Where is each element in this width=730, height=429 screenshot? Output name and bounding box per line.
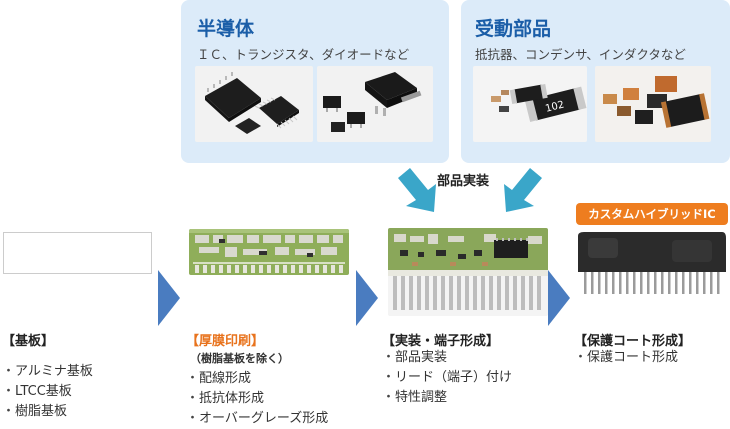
transistor-photo xyxy=(317,66,433,142)
substrate-photo xyxy=(3,232,152,274)
semiconductor-title: 半導体 xyxy=(197,18,255,40)
merge-label: 部品実装 xyxy=(437,174,490,189)
step-thick-film-note: （樹脂基板を除く） xyxy=(190,352,289,365)
list-item: 樹脂基板 xyxy=(2,402,93,422)
step-assembly-items: 部品実装 リード（端子）付け 特性調整 xyxy=(382,348,512,408)
thick-film-photo xyxy=(189,229,349,275)
passive-subtitle: 抵抗器、コンデンサ、インダクタなど xyxy=(475,47,686,62)
arrow-left-down xyxy=(398,168,436,212)
list-item: 部品実装 xyxy=(382,348,512,368)
merge-arrows xyxy=(398,168,542,212)
inductor-photo xyxy=(595,66,711,142)
list-item: リード（端子）付け xyxy=(382,368,512,388)
arrow-right-down xyxy=(504,168,542,212)
list-item: 抵抗体形成 xyxy=(186,389,328,409)
passive-panel: 受動部品 抵抗器、コンデンサ、インダクタなど 102 xyxy=(461,0,730,163)
final-ic-photo xyxy=(576,230,728,296)
list-item: アルミナ基板 xyxy=(2,362,93,382)
list-item: LTCC基板 xyxy=(2,382,93,402)
list-item: 保護コート形成 xyxy=(574,348,678,368)
custom-hybrid-ic-badge: カスタムハイブリッドIC xyxy=(576,203,728,225)
resistor-photo: 102 xyxy=(473,66,587,142)
passive-title: 受動部品 xyxy=(475,18,552,40)
assembled-photo xyxy=(388,228,548,316)
ic-photo xyxy=(195,66,313,142)
semiconductor-subtitle: ＩＣ、トランジスタ、ダイオードなど xyxy=(197,47,410,62)
list-item: 配線形成 xyxy=(186,369,328,389)
step-arrow-2 xyxy=(356,270,378,326)
step-coating-items: 保護コート形成 xyxy=(574,348,678,368)
step-thick-film-items: 配線形成 抵抗体形成 オーバーグレーズ形成 xyxy=(186,369,328,429)
step-substrate-items: アルミナ基板 LTCC基板 樹脂基板 xyxy=(2,362,93,422)
list-item: 特性調整 xyxy=(382,388,512,408)
step-arrow-3 xyxy=(548,270,570,326)
step-arrow-1 xyxy=(158,270,180,326)
list-item: オーバーグレーズ形成 xyxy=(186,409,328,429)
step-coating-title: 【保護コート形成】 xyxy=(574,334,692,349)
svg-text:102: 102 xyxy=(544,99,565,114)
semiconductor-panel: 半導体 ＩＣ、トランジスタ、ダイオードなど xyxy=(181,0,449,163)
step-substrate-title: 【基板】 xyxy=(2,334,55,349)
step-thick-film-title: 【厚膜印刷】 xyxy=(186,334,265,349)
step-assembly-title: 【実装・端子形成】 xyxy=(382,334,500,349)
